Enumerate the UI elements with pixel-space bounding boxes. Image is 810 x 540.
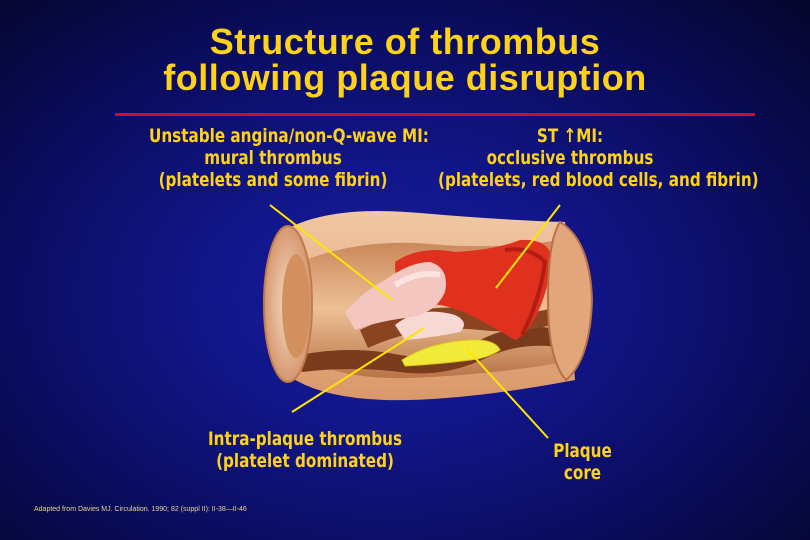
label-mural-line2: mural thrombus <box>204 147 342 169</box>
label-mural-line3: (platelets and some fibrin) <box>158 169 388 191</box>
label-occlusive-thrombus: ST ↑MI: occlusive thrombus (platelets, r… <box>438 125 759 191</box>
slide-title: Structure of thrombus following plaque d… <box>0 24 810 96</box>
label-mural-line1: Unstable angina/non-Q-wave MI: <box>149 125 429 147</box>
label-occlusive-line2: occlusive thrombus <box>486 147 654 169</box>
label-core-line1: Plaque <box>553 440 612 462</box>
citation-text: Adapted from Davies MJ. Circulation. 199… <box>34 506 247 513</box>
leader-line-intra-plaque <box>291 327 425 413</box>
leader-line-plaque-core <box>465 347 549 439</box>
title-divider <box>115 113 755 116</box>
label-intra-line2: (platelet dominated) <box>216 450 394 472</box>
plaque-core-shape <box>401 339 501 367</box>
vessel-right-rim <box>546 220 594 382</box>
intra-plaque-thrombus-shape <box>395 311 464 340</box>
leader-line-mural <box>269 204 393 301</box>
label-intra-line1: Intra-plaque thrombus <box>207 428 403 450</box>
label-occlusive-line3: (platelets, red blood cells, and fibrin) <box>438 169 759 191</box>
label-plaque-core: Plaque core <box>545 440 621 484</box>
vessel-left-lumen-opening <box>282 254 310 358</box>
label-core-line2: core <box>563 462 602 484</box>
label-occlusive-line1: ST ↑MI: <box>536 125 604 147</box>
label-intra-plaque-thrombus: Intra-plaque thrombus (platelet dominate… <box>201 428 409 472</box>
mural-thrombus-highlight <box>393 270 441 288</box>
vessel-media-layer <box>300 326 565 374</box>
leader-line-occlusive <box>495 204 561 289</box>
slide-title-line1: Structure of thrombus <box>209 21 601 62</box>
occlusive-thrombus-dark-edge <box>504 247 548 336</box>
label-mural-thrombus: Unstable angina/non-Q-wave MI: mural thr… <box>149 125 429 191</box>
slide-title-line2: following plaque disruption <box>163 57 647 98</box>
mural-thrombus-shape <box>345 262 446 330</box>
